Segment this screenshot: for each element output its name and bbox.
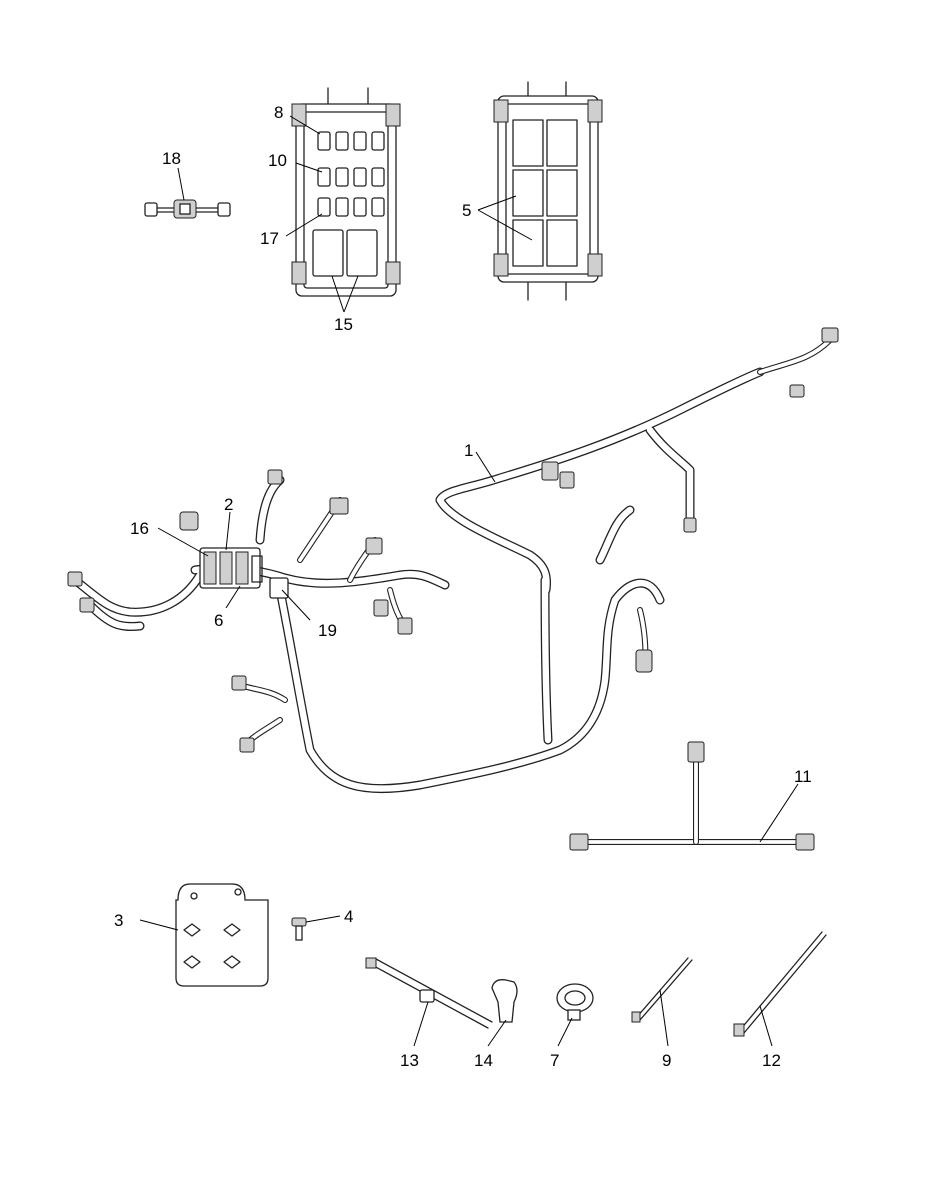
callout-1: 1 [464, 441, 473, 460]
callout-12: 12 [762, 1051, 781, 1070]
fuse-row-middle [317, 167, 385, 187]
relay-right [346, 229, 378, 277]
callout-11: 11 [794, 767, 812, 786]
part-11-sub-harness [569, 741, 815, 851]
callout-labels: 18 8 10 17 15 5 1 2 16 6 19 11 3 4 13 14… [114, 103, 812, 1070]
callout-15: 15 [334, 315, 353, 334]
leader-lines [139, 115, 799, 1047]
part-19-bracket [269, 577, 289, 599]
part-9-cable-tie [631, 957, 693, 1023]
callout-3: 3 [114, 911, 123, 930]
callout-5: 5 [462, 201, 471, 220]
callout-16: 16 [130, 519, 149, 538]
callout-4: 4 [344, 907, 353, 926]
part-2-6-16-relay-block [199, 547, 263, 589]
part-4-screw [291, 917, 307, 941]
relay-left [312, 229, 344, 277]
callout-7: 7 [550, 1051, 559, 1070]
callout-10: 10 [268, 151, 287, 170]
part-5-box-cover [493, 81, 603, 301]
callout-14: 14 [474, 1051, 493, 1070]
callout-9: 9 [662, 1051, 671, 1070]
part-13-tie-mount [365, 957, 493, 1029]
callout-8: 8 [274, 103, 283, 122]
callout-18: 18 [162, 149, 181, 168]
fuse-row-bottom [317, 197, 385, 217]
callout-13: 13 [400, 1051, 419, 1070]
part-3-mounting-bracket [175, 883, 269, 987]
fuse-relay-box [291, 87, 401, 297]
fuse-row-top [317, 131, 385, 151]
part-18-inline-fuse-holder [144, 199, 231, 219]
callout-19: 19 [318, 621, 337, 640]
callout-6: 6 [214, 611, 223, 630]
callout-2: 2 [224, 495, 233, 514]
callout-17: 17 [260, 229, 279, 248]
part-1-main-harness [67, 327, 839, 794]
part-12-cable-tie [733, 931, 827, 1037]
part-7-clamp [556, 983, 594, 1021]
part-14-clip [491, 979, 518, 1023]
